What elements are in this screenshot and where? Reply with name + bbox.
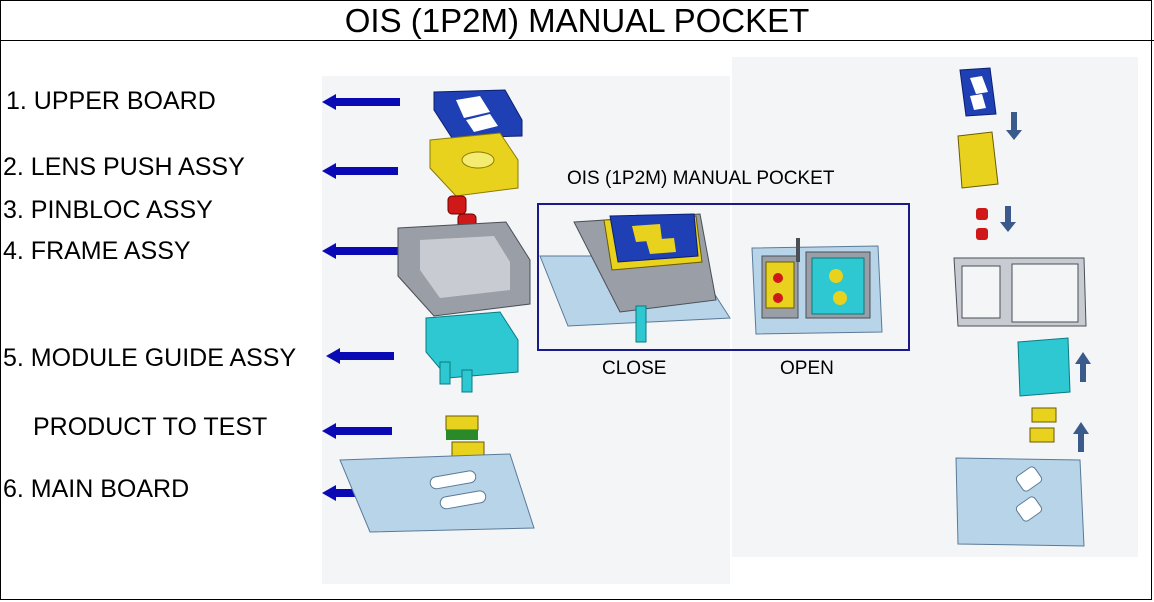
close-label: CLOSE [602, 358, 667, 379]
seq-module-guide [1017, 337, 1071, 397]
left-arrows [322, 94, 400, 501]
seq-main-board [955, 457, 1085, 547]
arrow-product [322, 423, 392, 439]
seq-product [1029, 407, 1057, 443]
pocket-open-view [751, 238, 883, 335]
main-board-part [339, 453, 535, 533]
arrow-module-guide [326, 348, 394, 364]
label-product-to-test: PRODUCT TO TEST [33, 413, 268, 441]
sequence-arrows [1000, 112, 1091, 452]
label-main-board: 6. MAIN BOARD [3, 475, 190, 503]
page-title: OIS (1P2M) MANUAL POCKET [0, 0, 1154, 41]
sequence-view [953, 67, 1087, 547]
seq-lens-push [957, 131, 999, 189]
label-module-guide-assy: 5. MODULE GUIDE ASSY [3, 344, 297, 372]
pocket-frame-box [537, 203, 910, 351]
arrow-frame [322, 243, 398, 259]
arrow-lens-push [322, 163, 398, 179]
exploded-view [339, 89, 535, 533]
arrow-upper-board [322, 94, 400, 110]
seq-arrow-up-2 [1073, 422, 1089, 452]
open-label: OPEN [780, 358, 834, 379]
pocket-close-view [539, 213, 731, 343]
pocket-title: OIS (1P2M) MANUAL POCKET [567, 168, 835, 189]
seq-pinbloc [976, 208, 988, 240]
seq-arrow-down-1 [1006, 112, 1022, 140]
label-upper-board: 1. UPPER BOARD [6, 87, 216, 115]
label-pinbloc-assy: 3. PINBLOC ASSY [3, 196, 213, 224]
label-lens-push-assy: 2. LENS PUSH ASSY [3, 153, 245, 181]
seq-arrow-up-1 [1075, 352, 1091, 382]
seq-arrow-down-2 [1000, 206, 1016, 232]
label-frame-assy: 4. FRAME ASSY [3, 237, 191, 265]
